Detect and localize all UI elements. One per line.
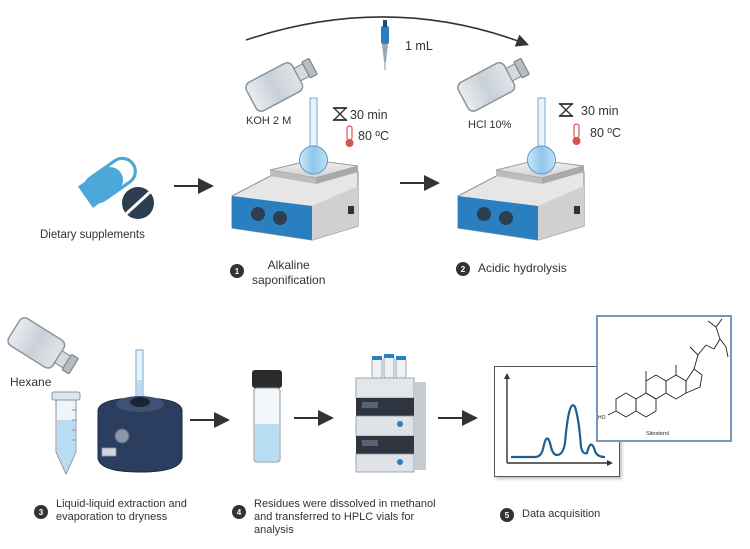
- step-1-line-2: saponification: [252, 273, 326, 287]
- pipette-icon: [381, 20, 389, 70]
- time-label-2: 30 min: [581, 104, 619, 118]
- transfer-arc-arrow: [245, 16, 529, 47]
- hotplate-stirrer-icon: [457, 159, 585, 241]
- reagent-bottle-icon: [245, 58, 318, 112]
- step-number-badge: 4: [232, 505, 246, 519]
- step-number-badge: 3: [34, 505, 48, 519]
- hotplate-stirrer-icon: [231, 159, 359, 241]
- hplc-system-icon: [355, 354, 426, 473]
- hcl-label: HCl 10%: [468, 119, 512, 131]
- vortex-mixer-icon: [97, 349, 183, 473]
- vial-icon: [252, 370, 282, 463]
- volumetric-flask-icon: [527, 97, 556, 175]
- volumetric-flask-icon: [299, 97, 328, 175]
- time-label-1: 30 min: [350, 108, 388, 122]
- hourglass-icon: [332, 107, 348, 121]
- step-3-line-1: Liquid-liquid extraction and: [56, 498, 187, 510]
- hydroxyl-label: HO: [598, 415, 606, 421]
- molecule-structure-panel: HO Sitosterol: [596, 315, 732, 442]
- step-3-line-2: evaporation to dryness: [56, 511, 168, 523]
- step-number-badge: 2: [456, 262, 470, 276]
- hexane-label: Hexane: [10, 375, 52, 389]
- step-4-line-1: Residues were dissolved in methanol: [254, 498, 436, 510]
- step-2: 2 Acidic hydrolysis: [456, 262, 567, 276]
- step-3: 3 Liquid-liquid extraction and evaporati…: [34, 498, 187, 524]
- dietary-supplements-label: Dietary supplements: [40, 229, 145, 241]
- step-number-badge: 5: [500, 508, 514, 522]
- tablet-icon: [122, 187, 154, 219]
- step-4-line-3: analysis: [254, 524, 294, 536]
- step-1: 1 Alkaline saponification: [230, 258, 325, 288]
- step-number-badge: 1: [230, 264, 244, 278]
- step-1-line-1: Alkaline: [267, 258, 310, 272]
- temperature-label-2: 80 ºC: [590, 126, 621, 140]
- thermometer-icon: [345, 125, 354, 147]
- pipette-volume-label: 1 mL: [405, 39, 433, 53]
- reagent-bottle-icon: [457, 58, 530, 112]
- reagent-bottle-icon: [7, 317, 79, 375]
- step-5: 5 Data acquisition: [500, 508, 600, 522]
- chromatogram-icon: [504, 373, 613, 466]
- step-4-line-2: and transferred to HPLC vials for: [254, 511, 415, 523]
- temperature-label-1: 80 ºC: [358, 129, 389, 143]
- step-5-text: Data acquisition: [522, 508, 601, 520]
- hourglass-icon: [558, 103, 574, 117]
- koh-label: KOH 2 M: [246, 115, 292, 127]
- capsule-icon: [77, 156, 137, 208]
- thermometer-icon: [572, 123, 581, 145]
- step-4: 4 Residues were dissolved in methanol an…: [232, 498, 436, 537]
- molecule-name-label: Sitosterol: [646, 431, 669, 437]
- step-2-text: Acidic hydrolysis: [478, 261, 567, 275]
- centrifuge-tube-icon: [51, 391, 81, 476]
- molecule-structure-icon: HO Sitosterol: [598, 318, 729, 437]
